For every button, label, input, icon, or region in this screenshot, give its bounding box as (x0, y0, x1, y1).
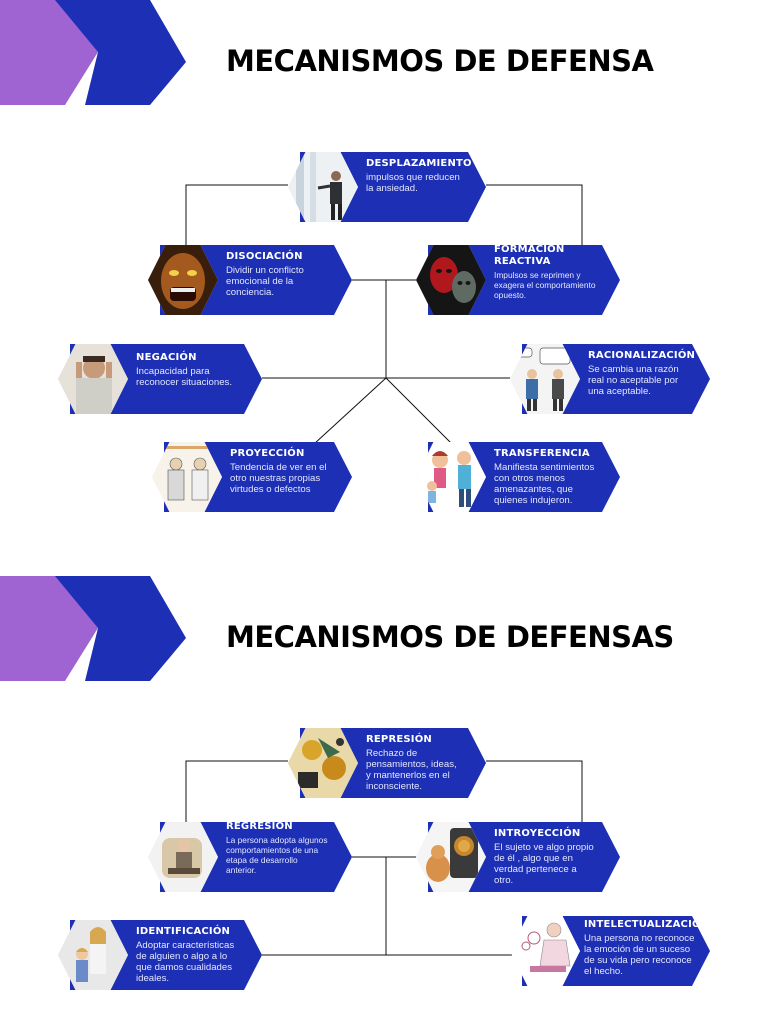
card-description: Adoptar características de alguien o alg… (136, 940, 235, 984)
card-title: PROYECCIÓN (230, 448, 305, 459)
card-title: INTROYECCIÓN (494, 828, 581, 839)
card-description: Impulsos se reprimen y exagera el compor… (494, 270, 596, 300)
card-racionalizacion: RACIONALIZACIÓN Se cambia una razón real… (510, 344, 710, 414)
abstract-painting (288, 728, 358, 798)
card-title: INTELECTUALIZACIÓN (584, 919, 710, 930)
card-title: REGRESIÓN (226, 821, 293, 832)
card-introyeccion: INTROYECCIÓN El sujeto ve algo propio de… (416, 822, 620, 892)
card-proyeccion: PROYECCIÓN Tendencia de ver en el otro n… (152, 442, 352, 512)
man-in-armchair-photo (148, 822, 218, 892)
card-description: Dividir un conflicto emocional de la con… (226, 265, 304, 298)
card-title: RACIONALIZACIÓN (588, 350, 696, 361)
card-description: Una persona no reconoce la emoción de un… (584, 933, 695, 977)
cat-lion-mirror-photo (416, 822, 486, 892)
card-title: TRANSFERENCIA (494, 448, 590, 459)
card-formacion-reactiva: FORMACIÓN REACTIVA Impulsos se reprimen … (416, 244, 620, 315)
card-title: FORMACIÓN REACTIVA (494, 244, 565, 267)
card-title: IDENTIFICACIÓN (136, 926, 231, 937)
page-title: MECANISMOS DE DEFENSAS (226, 620, 674, 654)
card-title: DISOCIACIÓN (226, 251, 303, 262)
card-description: Manifiesta sentimientos con otros menos … (494, 462, 595, 506)
decorative-header-shapes (0, 0, 186, 105)
card-identificacion: IDENTIFICACIÓN Adoptar características d… (58, 920, 262, 990)
card-desplazamiento: DESPLAZAMIENTO impulsos que reducen la a… (288, 152, 486, 222)
card-negacion: NEGACIÓN Incapacidad para reconocer situ… (58, 344, 262, 414)
card-description: Rechazo de pensamientos, ideas, y manten… (366, 748, 457, 792)
card-description: Se cambia una razón real no aceptable po… (588, 364, 679, 397)
card-title: DESPLAZAMIENTO (366, 158, 472, 169)
card-description: El sujeto ve algo propio de él , algo qu… (494, 842, 594, 886)
two-men-sketch (152, 442, 222, 512)
thinking-person-sketch (510, 916, 580, 986)
card-description: Incapacidad para reconocer situaciones. (136, 366, 232, 388)
card-transferencia: TRANSFERENCIA Manifiesta sentimientos co… (416, 442, 620, 512)
card-represion: REPRESIÓN Rechazo de pensamientos, ideas… (288, 728, 486, 798)
card-title: NEGACIÓN (136, 352, 197, 363)
card-intelectualizacion: INTELECTUALIZACIÓN Una persona no recono… (510, 916, 710, 986)
page-title: MECANISMOS DE DEFENSA (226, 44, 654, 78)
card-description: Tendencia de ver en el otro nuestras pro… (230, 462, 327, 495)
card-description: impulsos que reducen la ansiedad. (366, 172, 460, 194)
card-regresion: REGRESIÓN La persona adopta algunos comp… (148, 821, 352, 892)
card-title: REPRESIÓN (366, 734, 432, 745)
mother-child-photo (58, 920, 128, 990)
decorative-header-shapes (0, 576, 186, 681)
card-description: La persona adopta algunos comportamiento… (226, 835, 328, 875)
screaming-face-photo (148, 245, 218, 315)
card-disociacion: DISOCIACIÓN Dividir un conflicto emocion… (148, 245, 352, 315)
